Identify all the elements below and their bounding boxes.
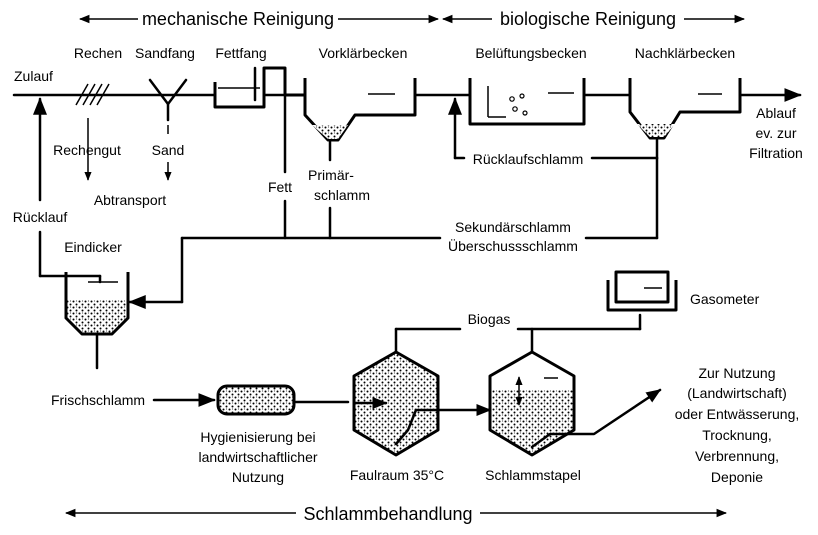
label-hygienisierung-line3: Nutzung bbox=[232, 469, 284, 485]
label-ablauf: Ablauf ev. zur Filtration bbox=[749, 105, 803, 161]
label-nutzung-line5: Verbrennung, bbox=[695, 448, 779, 464]
label-belueftungsbecken: Belüftungsbecken bbox=[475, 45, 586, 61]
nachklaerbecken-tank bbox=[628, 78, 742, 160]
sludge-title: Schlammbehandlung bbox=[303, 504, 472, 524]
label-ablauf-line1: Ablauf bbox=[756, 105, 796, 121]
label-frischschlamm: Frischschlamm bbox=[51, 392, 145, 408]
label-ruecklaufschlamm: Rücklaufschlamm bbox=[473, 151, 583, 167]
label-nutzung-line4: Trocknung, bbox=[702, 427, 772, 443]
label-schlammstapel: Schlammstapel bbox=[485, 467, 581, 483]
label-nutzung-line3: oder Entwässerung, bbox=[675, 406, 800, 422]
label-primaerschlamm-line2: schlamm bbox=[314, 187, 370, 203]
ruecklaufschlamm-line bbox=[448, 97, 659, 160]
label-nutzung: Zur Nutzung (Landwirtschaft) oder Entwäs… bbox=[675, 365, 800, 485]
label-sand: Sand bbox=[152, 142, 185, 158]
label-ueberschussschlamm: Überschussschlamm bbox=[448, 237, 578, 254]
belueftungsbecken-tank bbox=[468, 78, 586, 126]
sandfang-tank bbox=[148, 78, 188, 181]
hygienisierung-unit bbox=[216, 384, 296, 416]
faulraum-tank bbox=[352, 327, 492, 457]
label-fett: Fett bbox=[268, 179, 292, 195]
label-eindicker: Eindicker bbox=[64, 239, 122, 255]
label-ruecklauf: Rücklauf bbox=[13, 209, 68, 225]
label-biogas: Biogas bbox=[468, 311, 511, 327]
schlammstapel-tank bbox=[488, 327, 662, 457]
label-vorklaerbecken: Vorklärbecken bbox=[319, 45, 408, 61]
label-rechengut: Rechengut bbox=[53, 142, 121, 158]
label-zulauf: Zulauf bbox=[14, 68, 53, 84]
biogas-line bbox=[394, 313, 642, 331]
label-nachklaerbecken: Nachklärbecken bbox=[635, 45, 735, 61]
label-hygienisierung-line1: Hygienisierung bei bbox=[200, 429, 315, 445]
label-nutzung-line6: Deponie bbox=[711, 469, 763, 485]
label-fettfang: Fettfang bbox=[215, 45, 266, 61]
label-nutzung-line1: Zur Nutzung bbox=[698, 365, 775, 381]
label-sekundaerschlamm: Sekundärschlamm bbox=[455, 219, 571, 235]
label-abtransport: Abtransport bbox=[94, 192, 166, 208]
fettfang-tank bbox=[213, 66, 305, 109]
label-sandfang: Sandfang bbox=[135, 45, 195, 61]
sludge-collector-lines bbox=[128, 93, 659, 309]
label-hygienisierung: Hygienisierung bei landwirtschaftlicher … bbox=[198, 429, 317, 485]
label-ablauf-line3: Filtration bbox=[749, 145, 803, 161]
gasometer-tank bbox=[606, 270, 678, 312]
label-nutzung-line2: (Landwirtschaft) bbox=[687, 385, 787, 401]
label-primaerschlamm: Primär- schlamm bbox=[308, 167, 370, 203]
biological-title: biologische Reinigung bbox=[500, 9, 676, 29]
label-faulraum: Faulraum 35°C bbox=[350, 467, 444, 483]
eindicker-tank bbox=[64, 272, 130, 370]
label-gasometer: Gasometer bbox=[690, 291, 760, 307]
label-primaerschlamm-line1: Primär- bbox=[308, 167, 354, 183]
rechen-screen bbox=[75, 83, 110, 181]
vorklaerbecken-tank bbox=[303, 78, 417, 162]
biological-header: biologische Reinigung bbox=[441, 9, 746, 29]
sludge-header: Schlammbehandlung bbox=[64, 504, 728, 524]
label-rechen: Rechen bbox=[74, 45, 122, 61]
mechanical-title: mechanische Reinigung bbox=[142, 9, 334, 29]
mechanical-header: mechanische Reinigung bbox=[78, 9, 440, 29]
label-ablauf-line2: ev. zur bbox=[756, 125, 797, 141]
ruecklauf-line bbox=[33, 97, 102, 284]
label-hygienisierung-line2: landwirtschaftlicher bbox=[198, 449, 317, 465]
